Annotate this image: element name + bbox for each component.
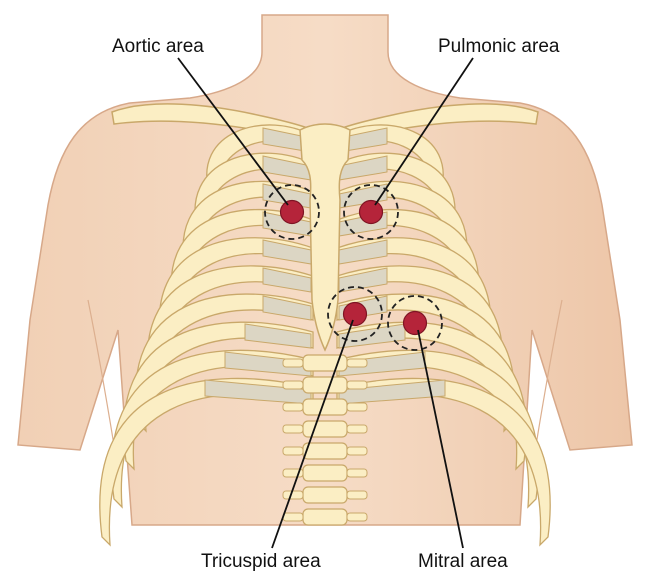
vertebra-process <box>346 380 368 390</box>
tricuspid-ring <box>327 286 383 342</box>
costal-cartilage <box>262 295 312 321</box>
vertebra <box>302 508 348 526</box>
tricuspid-marker <box>342 301 368 327</box>
aortic-ring <box>264 184 320 240</box>
vertebra <box>302 376 348 394</box>
mitral-area-label: Mitral area <box>418 551 508 572</box>
pulmonic-marker <box>358 199 384 225</box>
rib <box>123 321 314 471</box>
vertebra-process <box>282 358 304 368</box>
pulmonic-ring <box>343 184 399 240</box>
vertebra-process <box>282 490 304 500</box>
vertebra-process <box>346 424 368 434</box>
vertebra <box>302 442 348 460</box>
vertebra-process <box>346 402 368 412</box>
mitral-ring <box>387 295 443 351</box>
vertebra <box>302 486 348 504</box>
vertebra-process <box>282 446 304 456</box>
vertebra-process <box>346 358 368 368</box>
aortic-area-label: Aortic area <box>112 36 204 57</box>
vertebra <box>302 464 348 482</box>
aortic-leader-line <box>177 57 289 206</box>
vertebra-process <box>282 512 304 522</box>
mitral-marker <box>402 310 428 336</box>
costal-cartilage <box>244 323 312 349</box>
vertebra-process <box>282 380 304 390</box>
spine <box>282 354 368 526</box>
mitral-leader-line <box>417 329 464 549</box>
vertebra-process <box>282 424 304 434</box>
rib-cage <box>99 124 551 547</box>
rib <box>336 321 527 471</box>
vertebra-process <box>346 446 368 456</box>
pulmonic-leader-line <box>374 57 474 206</box>
sternum <box>299 123 351 352</box>
pulmonic-area-label: Pulmonic area <box>438 36 560 57</box>
vertebra <box>302 420 348 438</box>
vertebra-process <box>346 490 368 500</box>
tricuspid-leader-line <box>271 319 354 549</box>
vertebra-process <box>346 512 368 522</box>
tricuspid-area-label: Tricuspid area <box>201 551 321 572</box>
vertebra-process <box>282 402 304 412</box>
aortic-marker <box>279 199 305 225</box>
vertebra-process <box>346 468 368 478</box>
